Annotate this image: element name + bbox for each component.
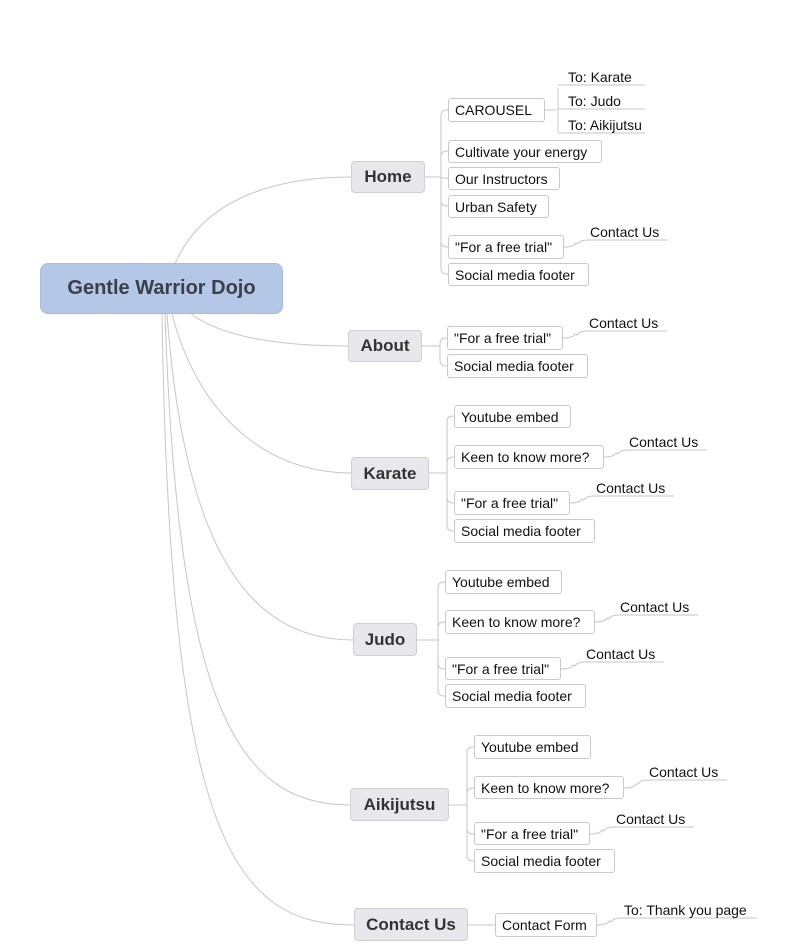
root-node[interactable]: Gentle Warrior Dojo — [40, 263, 283, 314]
link-to-karate[interactable]: To: Karate — [568, 69, 632, 85]
fan-elbow — [446, 524, 454, 532]
item-keen-to-know[interactable]: Keen to know more? — [474, 776, 624, 799]
link-contact-us[interactable]: Contact Us — [586, 646, 656, 662]
branch-curve — [161, 313, 355, 926]
page-node-contact-us[interactable]: Contact Us — [354, 908, 468, 941]
leaf-link — [569, 495, 674, 504]
item-youtube-embed[interactable]: Youtube embed — [474, 735, 591, 759]
page-node-aikijutsu[interactable]: Aikijutsu — [350, 788, 449, 821]
leaf-link — [589, 826, 694, 835]
item-carousel[interactable]: CAROUSEL — [448, 98, 545, 122]
fan-elbow — [446, 415, 454, 423]
fan-elbow — [466, 746, 474, 754]
item-keen-to-know[interactable]: Keen to know more? — [454, 445, 604, 469]
fan-elbow — [440, 150, 448, 158]
link-to-thank-you-page[interactable]: To: Thank you page — [624, 902, 747, 918]
item-free-trial[interactable]: "For a free trial" — [474, 822, 590, 845]
fan-elbow — [440, 267, 448, 275]
link-to-judo[interactable]: To: Judo — [568, 93, 621, 109]
item-social-footer[interactable]: Social media footer — [447, 354, 588, 378]
page-node-judo[interactable]: Judo — [353, 623, 417, 656]
fan-elbow — [437, 662, 445, 670]
item-youtube-embed[interactable]: Youtube embed — [445, 570, 562, 594]
fan-elbow — [439, 359, 447, 367]
link-contact-us[interactable]: Contact Us — [590, 224, 660, 240]
item-social-footer[interactable]: Social media footer — [448, 263, 589, 286]
leaf-link — [563, 239, 667, 248]
fan-elbow — [466, 827, 474, 835]
item-free-trial[interactable]: "For a free trial" — [445, 657, 561, 680]
leaf-link — [596, 917, 757, 926]
leaf-link — [594, 614, 698, 623]
item-our-instructors[interactable]: Our Instructors — [448, 167, 560, 190]
branch-curve — [171, 313, 352, 474]
fan-elbow — [437, 621, 445, 629]
link-contact-us[interactable]: Contact Us — [620, 599, 690, 615]
fan-elbow — [439, 337, 447, 345]
link-to-aikijutsu[interactable]: To: Aikijutsu — [568, 117, 642, 133]
item-cultivate-energy[interactable]: Cultivate your energy — [448, 140, 602, 163]
item-contact-form[interactable]: Contact Form — [495, 913, 597, 937]
item-social-footer[interactable]: Social media footer — [474, 849, 615, 873]
link-contact-us[interactable]: Contact Us — [629, 434, 699, 450]
page-node-home[interactable]: Home — [351, 161, 425, 193]
link-contact-us[interactable]: Contact Us — [596, 480, 666, 496]
branch-curve — [164, 313, 351, 806]
item-youtube-embed[interactable]: Youtube embed — [454, 405, 571, 428]
fan-elbow — [440, 240, 448, 248]
link-contact-us[interactable]: Contact Us — [589, 315, 659, 331]
fan-elbow — [466, 787, 474, 795]
branch-curve — [166, 313, 354, 641]
item-social-footer[interactable]: Social media footer — [445, 684, 586, 708]
link-contact-us[interactable]: Contact Us — [649, 764, 719, 780]
fan-elbow — [446, 456, 454, 464]
leaf-link — [560, 661, 664, 670]
fan-elbow — [437, 689, 445, 697]
leaf-link — [623, 779, 727, 789]
item-free-trial[interactable]: "For a free trial" — [447, 326, 563, 350]
link-contact-us[interactable]: Contact Us — [616, 811, 686, 827]
fan-elbow — [440, 199, 448, 207]
branch-curve — [174, 176, 352, 265]
fan-elbow — [446, 496, 454, 504]
item-social-footer[interactable]: Social media footer — [454, 519, 595, 543]
fan-elbow — [466, 854, 474, 862]
item-keen-to-know[interactable]: Keen to know more? — [445, 610, 595, 634]
leaf-link — [562, 330, 667, 339]
item-free-trial[interactable]: "For a free trial" — [448, 235, 564, 259]
page-node-about[interactable]: About — [348, 330, 422, 362]
branch-curve — [189, 312, 349, 347]
item-free-trial[interactable]: "For a free trial" — [454, 491, 570, 515]
item-urban-safety[interactable]: Urban Safety — [448, 195, 549, 218]
page-node-karate[interactable]: Karate — [351, 457, 429, 490]
leaf-link — [603, 449, 707, 458]
fan-elbow — [440, 109, 448, 117]
fan-elbow — [437, 581, 445, 589]
